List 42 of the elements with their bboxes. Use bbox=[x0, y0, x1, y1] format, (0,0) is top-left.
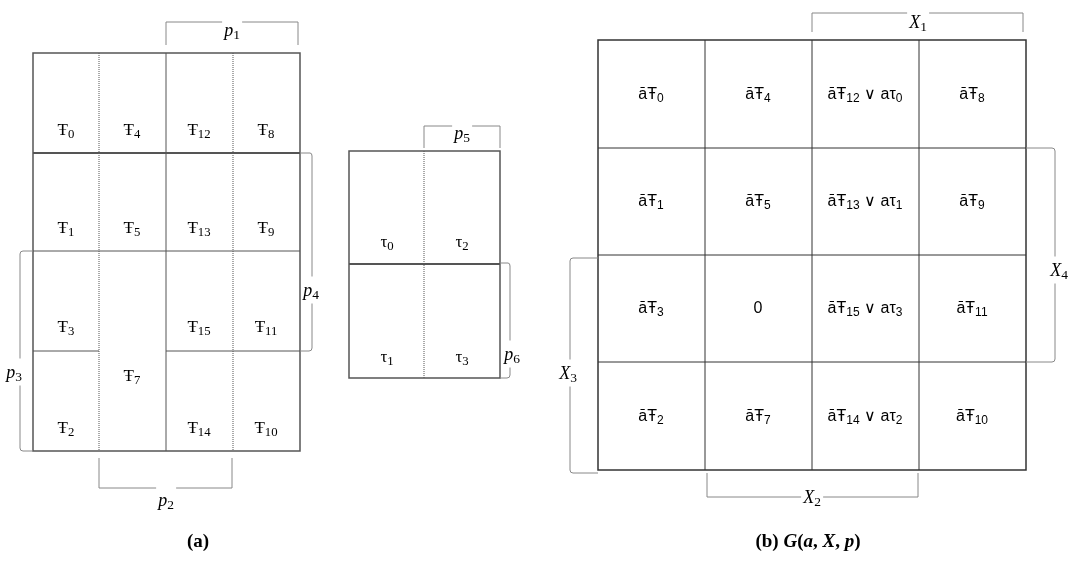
map-cell-text: τ$_{0}$ bbox=[380, 231, 394, 255]
map-cell-text: Ŧ$_{8}$ bbox=[257, 119, 275, 143]
map-cell-text: Ŧ$_{2}$ bbox=[57, 417, 75, 441]
caption: (b) G(a, X, p) bbox=[755, 528, 861, 553]
map-cell-text: āŦ$_{1}$ bbox=[637, 191, 665, 214]
map-cell-text: Ŧ$_{4}$ bbox=[123, 119, 141, 143]
bracket-label: X$_{3}$ bbox=[557, 359, 579, 387]
map-cell-text: āŦ$_{2}$ bbox=[637, 406, 665, 429]
map-cell-text: τ$_{3}$ bbox=[455, 346, 469, 370]
map-cell-text: Ŧ$_{7}$ bbox=[123, 365, 141, 389]
map-cell-text: Ŧ$_{5}$ bbox=[123, 217, 141, 241]
bracket-label: p$_{4}$ bbox=[301, 276, 321, 304]
map-cell-text: āŦ$_{15}$ ∨ aτ$_{3}$ bbox=[826, 298, 904, 321]
map-cell-text: āŦ$_{5}$ bbox=[744, 191, 772, 214]
map-cell-text: Ŧ$_{3}$ bbox=[57, 316, 75, 340]
bracket-label: p$_{6}$ bbox=[502, 340, 522, 368]
map-cell-text: Ŧ$_{9}$ bbox=[257, 217, 275, 241]
map-cell-text: 0 bbox=[752, 298, 764, 318]
map-cell-text: Ŧ$_{10}$ bbox=[254, 417, 278, 441]
map-cell-text: āŦ$_{0}$ bbox=[637, 84, 665, 107]
map-cell-text: Ŧ$_{0}$ bbox=[57, 119, 75, 143]
map-cell-text: τ$_{1}$ bbox=[380, 346, 394, 370]
map-cell-text: āŦ$_{11}$ bbox=[955, 298, 989, 321]
map-cell-text: Ŧ$_{11}$ bbox=[254, 316, 278, 340]
map-cell-text: āŦ$_{7}$ bbox=[744, 406, 772, 429]
caption: (a) bbox=[186, 528, 210, 553]
map-cell-text: Ŧ$_{12}$ bbox=[187, 119, 211, 143]
map-cell-text: āŦ$_{13}$ ∨ aτ$_{1}$ bbox=[826, 191, 904, 214]
map-cell-text: āŦ$_{4}$ bbox=[744, 84, 772, 107]
map-cell-text: āŦ$_{14}$ ∨ aτ$_{2}$ bbox=[826, 406, 904, 429]
map-cell-text: Ŧ$_{15}$ bbox=[187, 316, 211, 340]
map-cell-text: āŦ$_{10}$ bbox=[955, 406, 989, 429]
map-cell-text: Ŧ$_{1}$ bbox=[57, 217, 75, 241]
map-cell-text: τ$_{2}$ bbox=[455, 231, 469, 255]
map-cell-text: āŦ$_{9}$ bbox=[958, 191, 986, 214]
bracket-label: p$_{3}$ bbox=[4, 358, 24, 386]
map-cell-text: āŦ$_{12}$ ∨ aτ$_{0}$ bbox=[826, 84, 904, 107]
bracket-label: X$_{4}$ bbox=[1048, 256, 1070, 284]
map-cell-text: Ŧ$_{13}$ bbox=[187, 217, 211, 241]
map-cell-text: āŦ$_{8}$ bbox=[958, 84, 986, 107]
map-cell-text: Ŧ$_{14}$ bbox=[187, 417, 211, 441]
map-cell-text: āŦ$_{3}$ bbox=[637, 298, 665, 321]
